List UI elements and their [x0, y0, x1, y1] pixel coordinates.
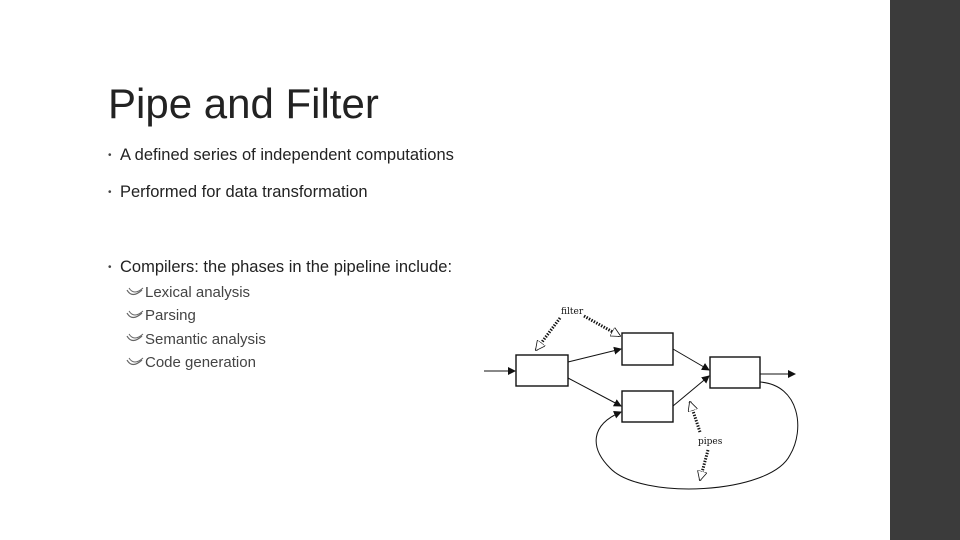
sub-bullet-item: Lexical analysis: [126, 281, 266, 304]
bullet-dot-icon: •: [108, 187, 112, 198]
bullet-item: • Compilers: the phases in the pipeline i…: [108, 258, 452, 277]
sub-bullet-text: Semantic analysis: [145, 330, 266, 348]
bullet-text: Compilers: the phases in the pipeline in…: [120, 258, 453, 276]
bullet-dot-icon: •: [108, 262, 112, 273]
pipes-pointer-arrow: [700, 449, 710, 480]
sub-bullet-item: Parsing: [126, 304, 266, 327]
pipe-filter-diagram: filter pipes: [484, 307, 799, 490]
pipe-arrow: [672, 375, 710, 407]
filter-box-2: [621, 332, 674, 366]
swoosh-arrow-icon: [126, 333, 144, 342]
sub-bullet-item: Semantic analysis: [126, 328, 266, 351]
sub-bullet-text: Code generation: [145, 354, 256, 372]
sub-bullet-text: Lexical analysis: [145, 284, 251, 302]
swoosh-arrow-icon: [126, 287, 144, 295]
bullet-item: • Performed for data transformation: [108, 183, 368, 202]
pipe-feedback-loop: [595, 381, 799, 490]
slide: Pipe and Filter • A defined series of ind…: [108, 80, 799, 490]
swoosh-arrow-icon: [126, 310, 144, 319]
pipe-arrow: [672, 348, 710, 371]
filter-box-3: [621, 390, 674, 423]
pipes-pointer-arrow: [690, 402, 702, 433]
bullet-item: • A defined series of independent computa…: [108, 146, 454, 165]
bullet-text: Performed for data transformation: [120, 183, 368, 201]
sub-bullet-text: Parsing: [145, 307, 196, 325]
bullet-text: A defined series of independent computat…: [120, 146, 454, 164]
swoosh-arrow-icon: [126, 357, 144, 365]
slide-title: Pipe and Filter: [108, 80, 379, 127]
filter-pointer-arrow: [583, 314, 620, 338]
filter-label: filter: [561, 307, 584, 317]
bullet-dot-icon: •: [108, 150, 112, 161]
side-accent-bar: [890, 0, 960, 540]
sub-bullet-list: Lexical analysis Parsing Semantic analys…: [126, 281, 266, 374]
pipe-arrow: [567, 346, 622, 363]
sub-bullet-item: Code generation: [126, 351, 266, 374]
pipe-arrow: [567, 377, 622, 407]
filter-box-1: [515, 354, 569, 387]
filter-pointer-arrow: [534, 317, 562, 350]
pipes-label: pipes: [698, 437, 723, 447]
filter-box-4: [709, 356, 761, 389]
